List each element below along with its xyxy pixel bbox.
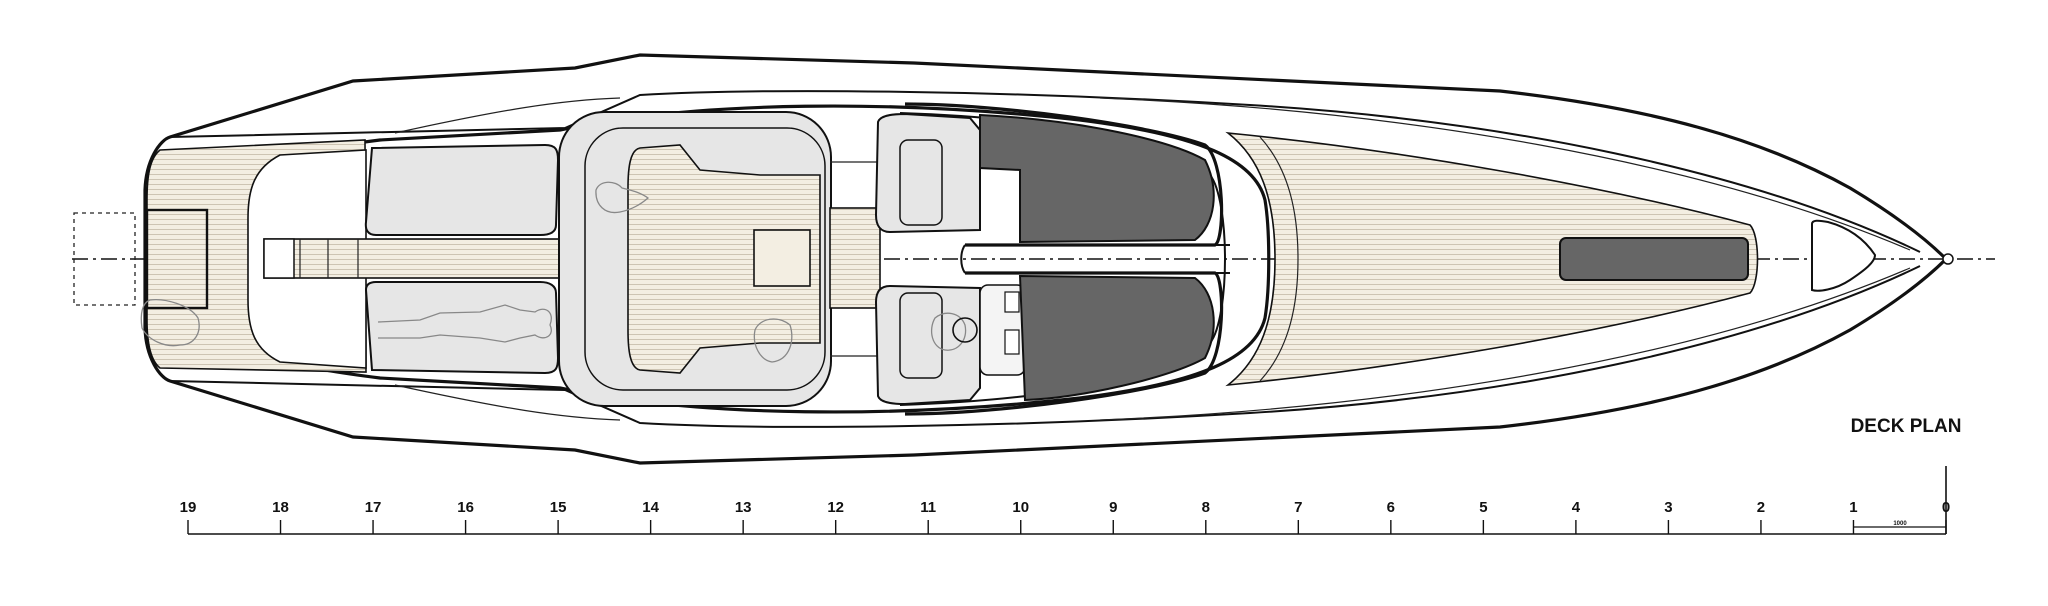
scale-tick-label: 17 <box>365 499 382 516</box>
scale-tick-label: 9 <box>1109 499 1117 516</box>
hull-outline <box>143 53 1949 465</box>
foredeck-hatch-port <box>979 113 1215 244</box>
scale-tick-label: 7 <box>1294 499 1302 516</box>
scale-tick-label: 15 <box>550 499 567 516</box>
gunwale-line <box>169 90 1921 428</box>
sunpad-starboard <box>364 281 560 375</box>
person-figure-lying <box>377 304 552 343</box>
aft-hatch <box>145 208 209 310</box>
scale-tick-label: 16 <box>457 499 474 516</box>
steering-wheel-icon <box>952 317 978 343</box>
walkway-step <box>263 238 295 279</box>
bow-cleat <box>1942 253 1954 265</box>
helm-seat-starboard <box>874 284 981 406</box>
companionway <box>829 207 881 309</box>
drawing-title: DECK PLAN <box>1851 416 1962 437</box>
scale-tick-label: 14 <box>642 499 659 516</box>
sunpad-port <box>364 143 560 236</box>
scale-segment-label: 1000 <box>1893 521 1907 527</box>
cockpit-table <box>753 229 811 287</box>
windshield-center <box>960 244 1230 274</box>
scale-tick-label: 18 <box>272 499 289 516</box>
bow-deck-edge <box>1259 136 1299 382</box>
scale-tick-label: 13 <box>735 499 752 516</box>
scale-tick-label: 4 <box>1572 499 1581 516</box>
cockpit-well <box>584 127 826 391</box>
cockpit-floor <box>627 144 821 374</box>
bow-teak-deck <box>1225 131 1759 387</box>
rubrail-line <box>394 97 1911 421</box>
scale-tick-label: 2 <box>1757 499 1765 516</box>
scale-tick-label: 11 <box>920 499 936 516</box>
bow-hatch <box>1559 237 1749 281</box>
anchor-locker <box>1811 219 1877 292</box>
person-figure-cockpit-1 <box>595 181 650 214</box>
scale-tick-label: 1 <box>1849 499 1857 516</box>
swim-platform-outline <box>73 212 136 306</box>
person-figure-aft <box>140 299 200 347</box>
scale-tick-label: 10 <box>1012 499 1029 516</box>
scale-tick-label: 0 <box>1942 499 1950 516</box>
scale-tick-label: 3 <box>1664 499 1672 516</box>
person-figure-cockpit-2 <box>753 318 793 363</box>
windshield <box>904 102 1224 416</box>
helm-seat-port <box>874 112 981 234</box>
person-figure-helm <box>931 312 967 351</box>
foredeck-hatch-starboard <box>1018 274 1215 402</box>
central-walkway <box>263 238 565 279</box>
scale-tick-label: 6 <box>1387 499 1395 516</box>
scale-tick-label: 5 <box>1479 499 1487 516</box>
scale-tick-label: 12 <box>827 499 844 516</box>
scale-tick-label: 19 <box>180 499 197 516</box>
scale-tick-label: 8 <box>1202 499 1210 516</box>
